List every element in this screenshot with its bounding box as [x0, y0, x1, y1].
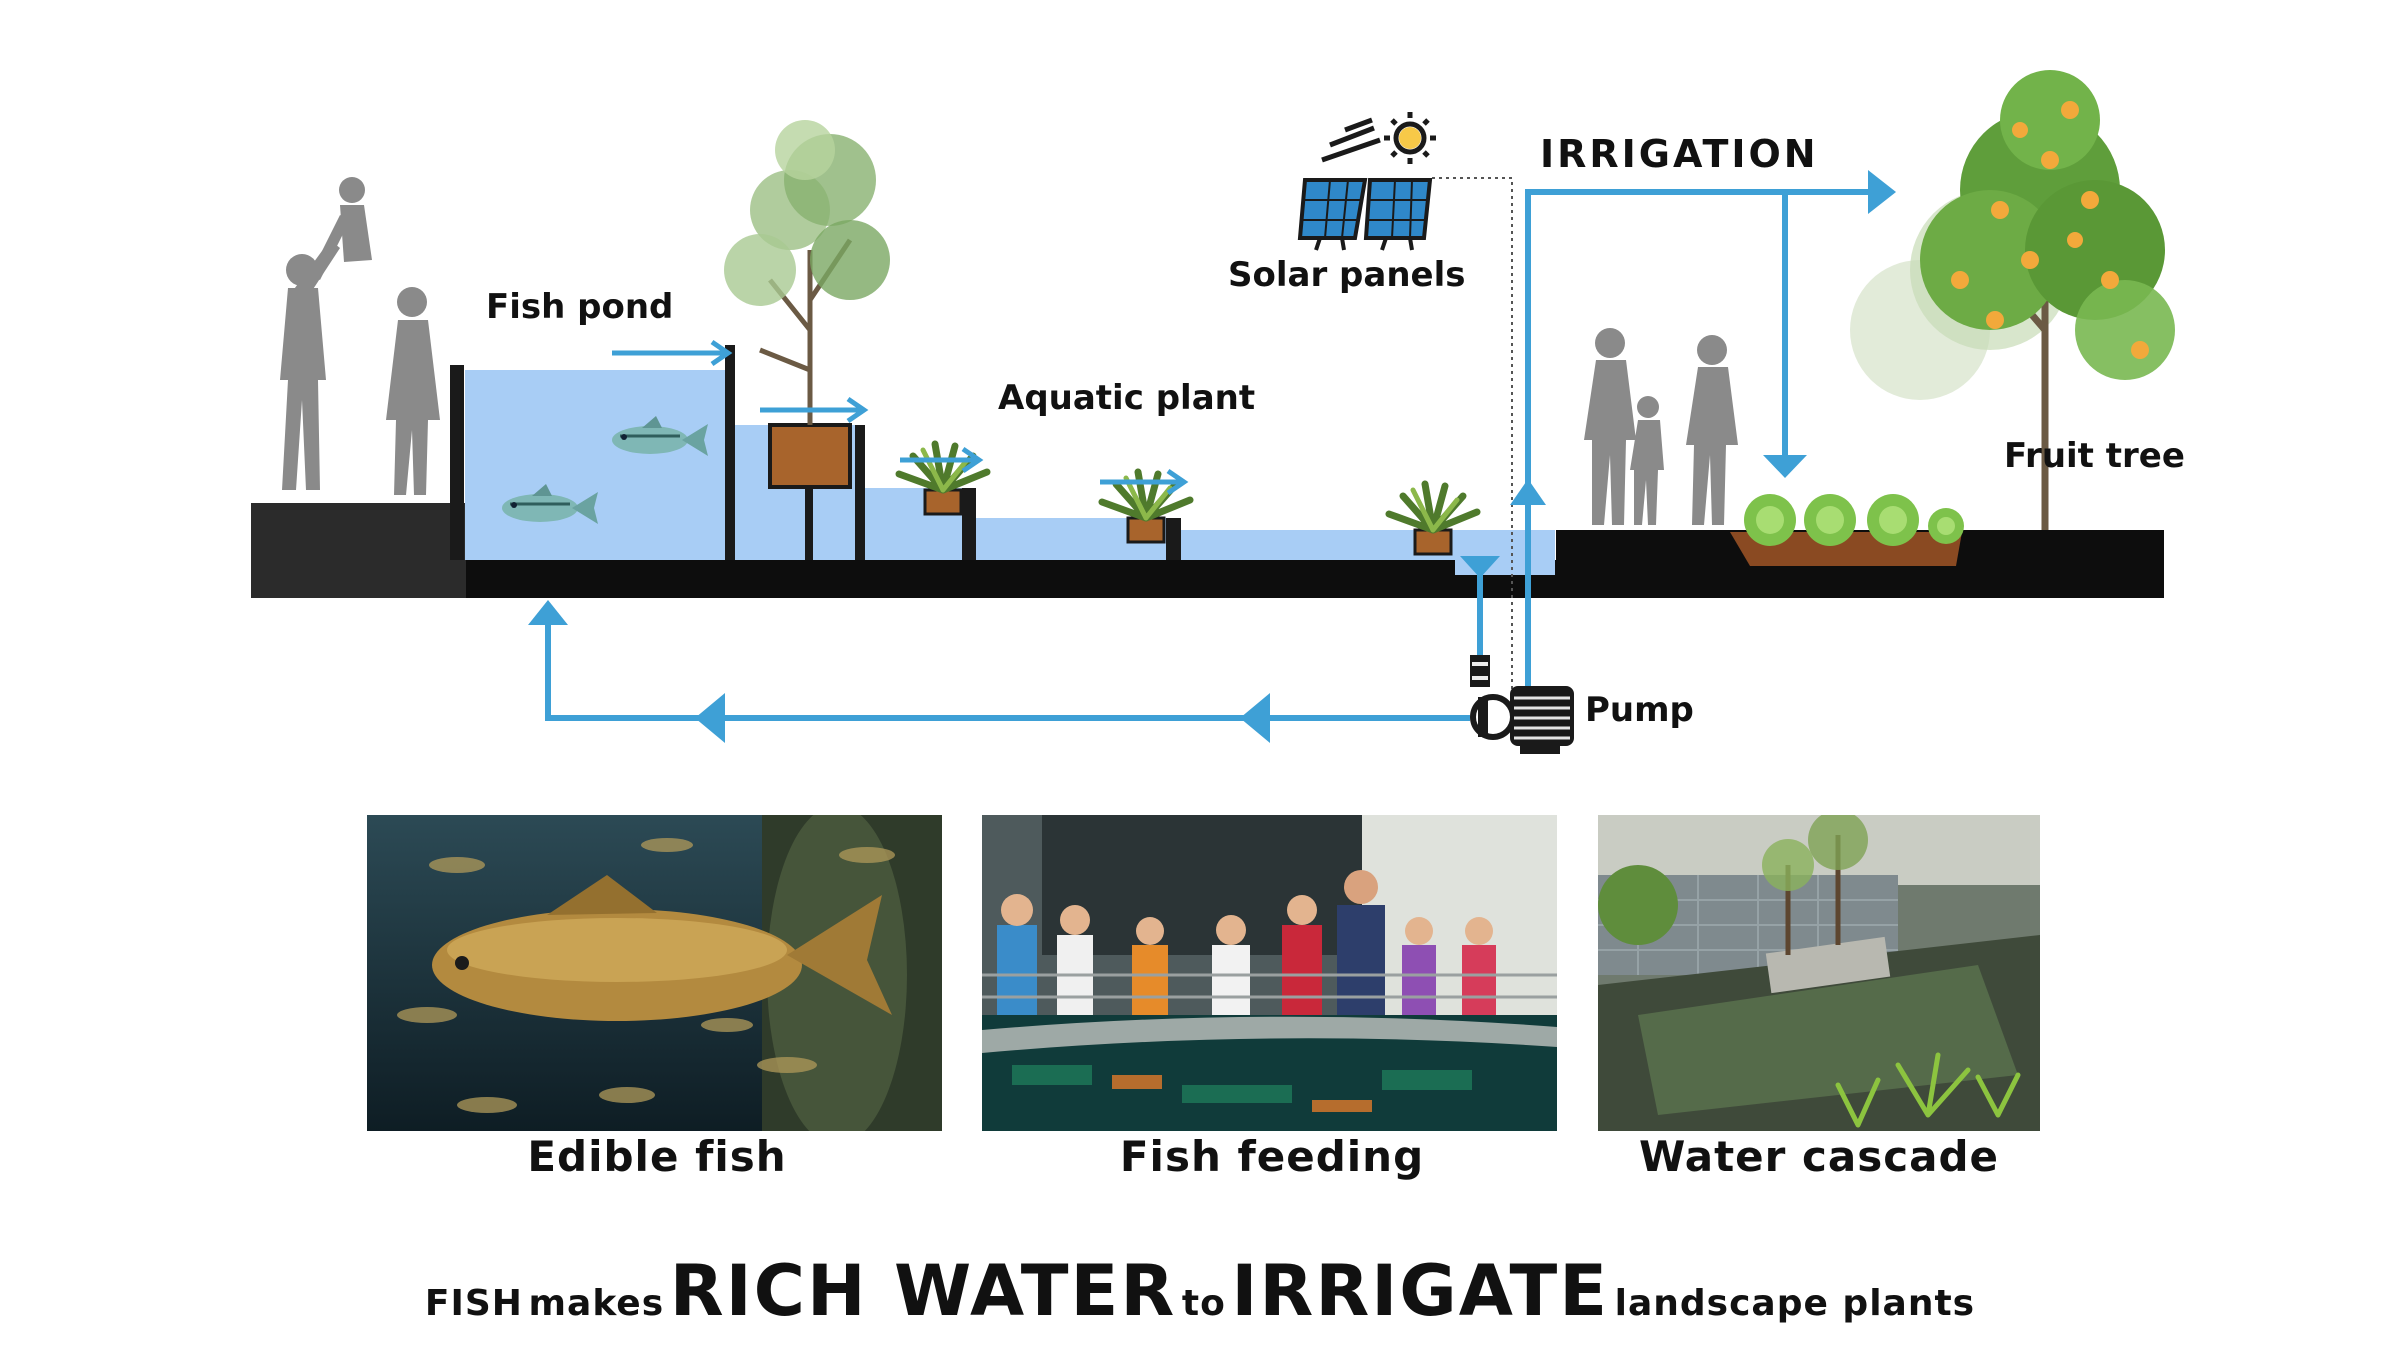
- solar-panel-icon: [1297, 112, 1436, 251]
- edible-fish-photo: [367, 815, 942, 1131]
- footer-word-landscape-plants: landscape plants: [1614, 1283, 1976, 1324]
- solar-power-line: [1432, 177, 1513, 690]
- family-silhouette-right: [1584, 328, 1738, 525]
- planter-aquatic-3: [1389, 484, 1477, 556]
- fish-feeding-photo: [982, 815, 1557, 1131]
- pump-label: Pump: [1585, 690, 1694, 730]
- fish-pond-label: Fish pond: [486, 287, 674, 327]
- stepped-pools: [450, 345, 1555, 575]
- solar-panels-label: Solar panels: [1228, 255, 1466, 295]
- fruit-tree-label: Fruit tree: [2004, 436, 2185, 476]
- overflow-arrows: [612, 339, 1189, 496]
- pond-wall-4: [1171, 518, 1181, 560]
- family-silhouette-left: [280, 177, 440, 495]
- footer-word-to: to: [1181, 1283, 1226, 1324]
- footer-word-fish: FISH: [424, 1283, 523, 1324]
- pool-water-5: [1175, 530, 1455, 560]
- fish-pond-water: [465, 370, 730, 560]
- ground-section: [251, 503, 2164, 598]
- planter-tree: [724, 120, 890, 560]
- pump-icon: [1470, 655, 1574, 754]
- vegetable-bed: [1730, 494, 1964, 566]
- left-platform: [251, 503, 466, 598]
- irrigation-label: IRRIGATION: [1540, 132, 1819, 176]
- edible-fish-caption: Edible fish: [527, 1132, 787, 1181]
- footer-tagline: FISH makes RICH WATER to IRRIGATE landsc…: [0, 1250, 2400, 1332]
- fish-feeding-caption: Fish feeding: [1119, 1132, 1425, 1181]
- footer-word-irrigate: IRRIGATE: [1231, 1250, 1610, 1332]
- pond-wall-3: [966, 488, 976, 560]
- return-arrowheads: [528, 556, 1500, 743]
- planter-aquatic-2: [1102, 472, 1190, 560]
- aquaponics-section-diagram: [251, 70, 2175, 754]
- pond-wall-left: [450, 365, 464, 560]
- water-cascade-photo: [1598, 815, 2040, 1131]
- sump-water: [1455, 530, 1555, 575]
- aquatic-plant-label: Aquatic plant: [998, 378, 1256, 418]
- planter-aquatic-1: [899, 444, 987, 560]
- fruit-tree: [1850, 70, 2175, 530]
- irrigation-arrowheads: [1510, 170, 1896, 505]
- footer-word-makes: makes: [528, 1283, 665, 1324]
- pond-wall-1: [725, 345, 735, 560]
- footer-word-rich-water: RICH WATER: [669, 1250, 1177, 1332]
- pond-wall-2: [855, 425, 865, 560]
- water-cascade-caption: Water cascade: [1638, 1132, 2000, 1181]
